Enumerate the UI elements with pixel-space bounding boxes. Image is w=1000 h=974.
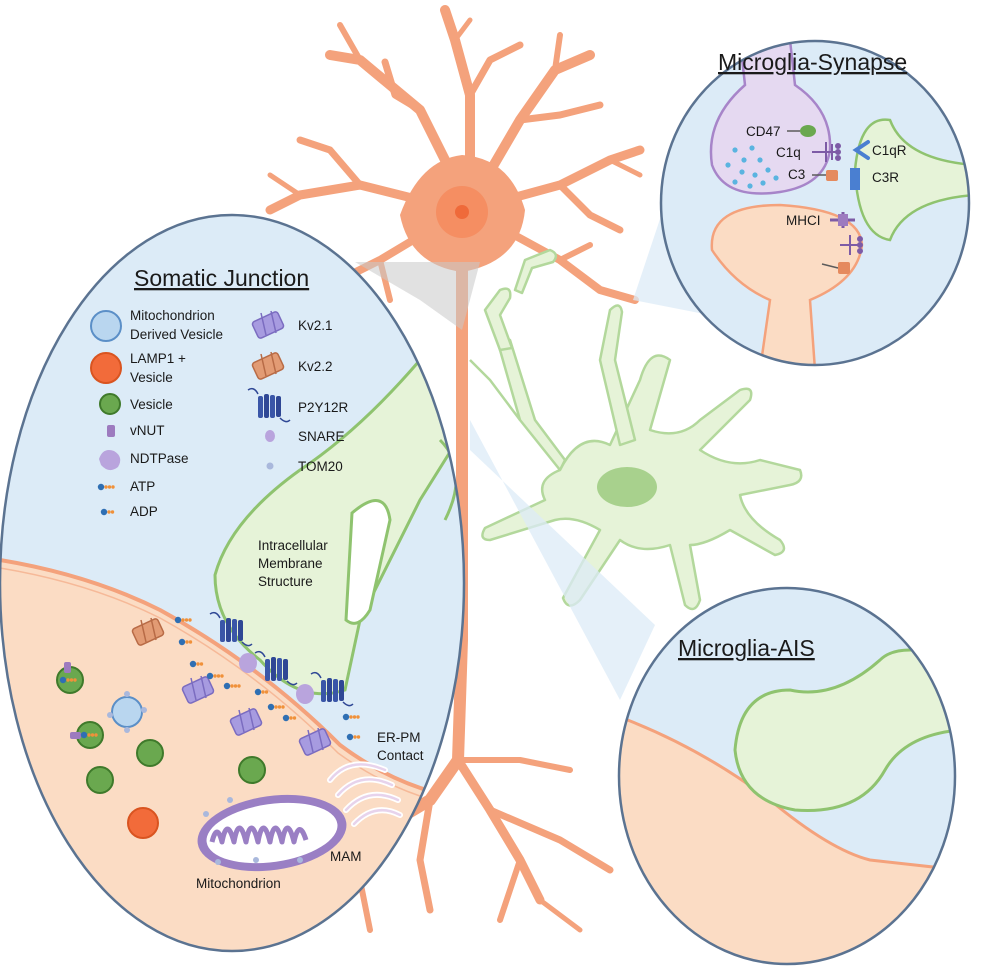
legend-p2y12r-label: P2Y12R [298, 400, 349, 415]
neuron-nucleolus [455, 205, 469, 219]
synaptic-vesicles [725, 145, 779, 189]
ndtpase-icon [99, 450, 121, 471]
vesicle [136, 739, 164, 767]
vesicle [238, 756, 266, 784]
microglia-nucleus [597, 467, 657, 507]
mitochondrion [197, 794, 347, 872]
imm-label-line2: Membrane [258, 556, 323, 571]
legend-vnut-label: vNUT [130, 423, 165, 438]
vesicle-icon [99, 393, 121, 415]
legend-lamp1-line1: LAMP1 + [130, 351, 186, 366]
vnut-icon [107, 425, 115, 437]
c1q-postsynaptic [840, 235, 863, 255]
mam-label: MAM [330, 849, 362, 864]
microglia-synapse-title: Microglia-Synapse [718, 49, 907, 75]
mitochondrion-label: Mitochondrion [196, 876, 281, 891]
legend-mdv-line2: Derived Vesicle [130, 327, 223, 342]
imm-label-line3: Structure [258, 574, 313, 589]
somatic-junction-title: Somatic Junction [134, 265, 309, 291]
erpm-label-line1: ER-PM [377, 730, 421, 745]
c1q-label: C1q [776, 145, 801, 160]
vnut [70, 732, 81, 739]
mhci-label: MHCI [786, 213, 821, 228]
vesicle [86, 766, 114, 794]
mhci-molecule [830, 212, 855, 228]
legend-adp-label: ADP [130, 504, 158, 519]
c3r-label: C3R [872, 170, 899, 185]
legend-right-icons [247, 310, 291, 470]
c3-label: C3 [788, 167, 805, 182]
legend-mdv-line1: Mitochondrion [130, 308, 215, 323]
somatic-junction-molecules [56, 611, 403, 872]
legend-lamp1-line2: Vesicle [130, 370, 173, 385]
snare-icon [265, 430, 275, 442]
legend-left-icons [90, 310, 122, 516]
c1q-molecule [812, 142, 841, 162]
tom20-icon [266, 462, 274, 470]
legend-atp-label: ATP [130, 479, 155, 494]
microglia-ais-title: Microglia-AIS [678, 635, 815, 661]
somatic-zoom-funnel [355, 262, 480, 330]
c3r-receptor [850, 168, 860, 190]
cd47-molecule [800, 125, 816, 137]
c3-postsynaptic [838, 262, 850, 274]
c1qr-label: C1qR [872, 143, 907, 158]
legend-snare-label: SNARE [298, 429, 345, 444]
mito-derived-vesicle [111, 696, 143, 728]
cd47-label: CD47 [746, 124, 781, 139]
legend-tom20-label: TOM20 [298, 459, 343, 474]
microglia-synapse-panel [659, 39, 971, 367]
c1qr-receptor [852, 140, 870, 160]
tom20 [124, 727, 130, 733]
legend-kv21-label: Kv2.1 [298, 318, 333, 333]
snare [296, 684, 314, 704]
legend-ndtpase-label: NDTPase [130, 451, 189, 466]
microglia-ais-panel [617, 586, 957, 966]
tom20 [107, 712, 113, 718]
tom20 [124, 691, 130, 697]
legend-vesicle-label: Vesicle [130, 397, 173, 412]
vnut [64, 662, 71, 673]
c3-molecule [826, 170, 838, 181]
snare [239, 653, 257, 673]
tom20 [141, 707, 147, 713]
lamp1-vesicle-icon [90, 352, 122, 384]
legend-kv22-label: Kv2.2 [298, 359, 333, 374]
lamp1-vesicle [127, 807, 159, 839]
ais-zoom-wedge [470, 420, 655, 700]
imm-label-line1: Intracellular [258, 538, 328, 553]
erpm-label-line2: Contact [377, 748, 424, 763]
mito-derived-vesicle-icon [90, 310, 122, 342]
